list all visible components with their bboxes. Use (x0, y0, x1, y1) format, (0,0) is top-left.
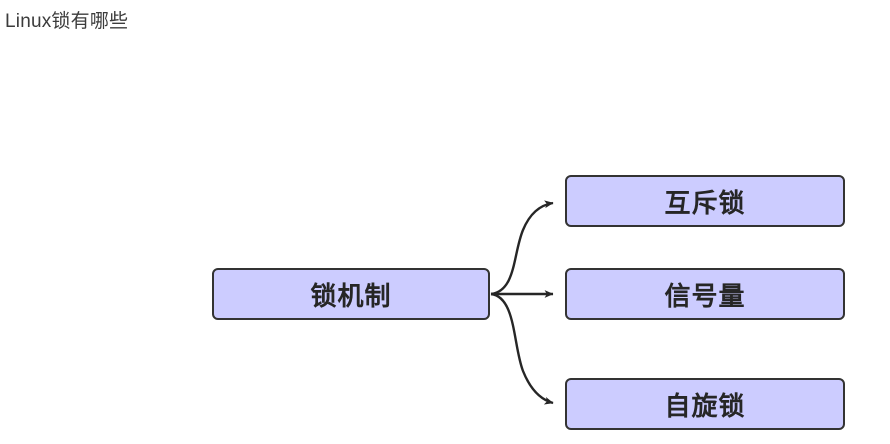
edge-root-to-spinlock (490, 292, 554, 405)
node-lock-mechanism[interactable]: 锁机制 (212, 268, 490, 320)
node-label: 互斥锁 (664, 187, 746, 218)
node-label: 自旋锁 (664, 390, 746, 421)
node-semaphore[interactable]: 信号量 (565, 268, 845, 320)
node-label: 信号量 (664, 280, 746, 311)
edge-root-to-mutex (490, 200, 554, 296)
node-label: 锁机制 (310, 280, 392, 311)
node-spinlock[interactable]: 自旋锁 (565, 378, 845, 430)
page-title: Linux锁有哪些 (5, 11, 129, 32)
node-mutex[interactable]: 互斥锁 (565, 175, 845, 227)
